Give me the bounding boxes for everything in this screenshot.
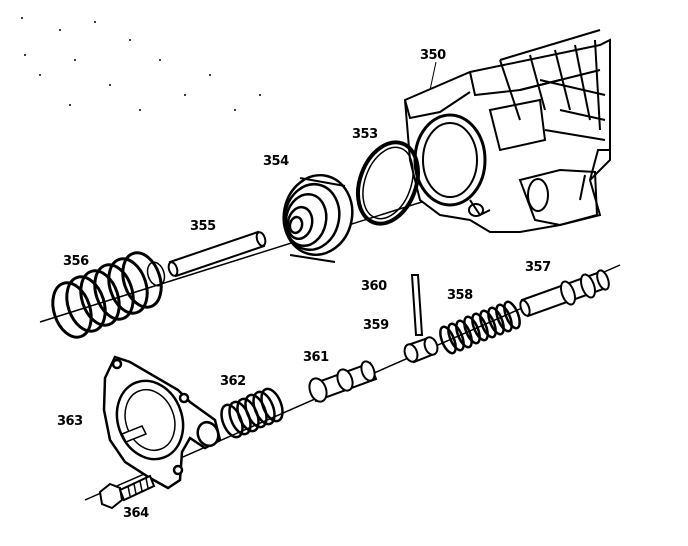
label-354: 354: [263, 154, 289, 169]
label-355: 355: [190, 219, 216, 234]
label-356: 356: [63, 254, 89, 269]
cover-363: [102, 355, 222, 490]
label-360: 360: [361, 279, 387, 294]
valve-357: [519, 269, 610, 318]
bolt-364: [98, 474, 156, 510]
label-358: 358: [447, 288, 473, 303]
valve-361: [308, 360, 378, 403]
label-364: 364: [123, 506, 149, 521]
spring-356: [51, 251, 166, 339]
leader-350: [429, 61, 437, 91]
spring-362: [220, 387, 284, 439]
o-ring-353: [356, 140, 420, 226]
spring-358: [439, 300, 521, 355]
label-359: 359: [363, 318, 389, 333]
label-353: 353: [352, 127, 378, 142]
pin-355: [167, 230, 267, 278]
label-350: 350: [420, 48, 446, 63]
label-361: 361: [303, 350, 329, 365]
print-speckles: [21, 17, 261, 111]
sleeve-359: [403, 336, 439, 364]
label-363: 363: [57, 414, 83, 429]
label-357: 357: [525, 260, 551, 275]
housing-350: [403, 29, 611, 233]
label-362: 362: [220, 374, 246, 389]
roll-pin-360: [410, 274, 424, 336]
piston-354: [282, 173, 354, 263]
